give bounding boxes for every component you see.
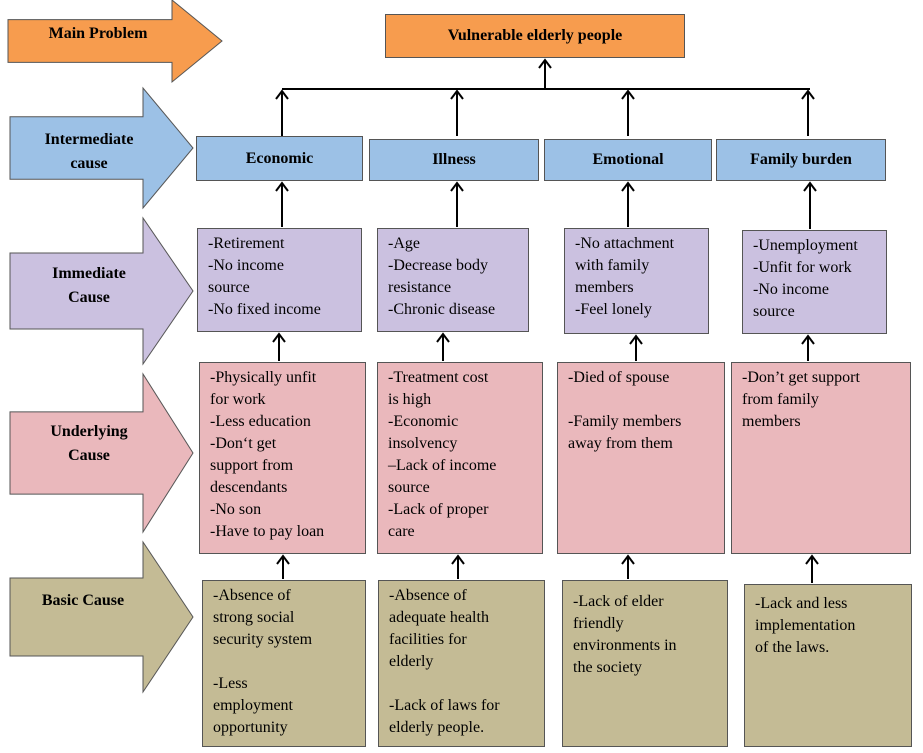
underlying-box-economic: -Physically unfit for work -Less educati… <box>199 362 366 554</box>
underlying-box-family-burden: -Don’t get support from family members <box>731 362 911 554</box>
connector-basic-1-head <box>451 554 465 565</box>
connector-basic-0-head <box>276 554 290 565</box>
intermediate-box-emotional: Emotional <box>544 139 712 181</box>
immediate-box-family-burden: -Unemployment -Unfit for work -No income… <box>742 230 887 334</box>
underlying-box-emotional: -Died of spouse -Family members away fro… <box>557 362 725 554</box>
basic-item: -Less employment opportunity <box>213 675 293 736</box>
immediate-item: -Unemployment <box>753 237 858 254</box>
underlying-item: -Have to pay loan <box>210 523 325 540</box>
immediate-arrow <box>9 216 194 366</box>
basic-item: -Lack of elder friendly environments in … <box>573 593 677 676</box>
connector-underlying-2-head <box>629 334 643 345</box>
immediate-item: -No income source <box>753 281 829 320</box>
row-label-basic: Basic Cause <box>41 592 125 609</box>
basic-item: -Lack of laws for elderly people. <box>389 697 500 736</box>
connector-basic-3-head <box>805 554 819 565</box>
connector-immediate-3-head <box>803 181 817 192</box>
row-label-underlying: Underlying Cause <box>50 423 128 464</box>
immediate-item: -No income source <box>208 257 284 296</box>
immediate-item: -Feel lonely <box>575 301 652 318</box>
immediate-box-economic: -Retirement -No income source -No fixed … <box>197 228 362 332</box>
immediate-item: -Retirement <box>208 235 285 252</box>
intermediate-box-economic: Economic <box>196 136 363 181</box>
connector-basic-2-head <box>621 554 635 565</box>
underlying-item: -Died of spouse <box>568 369 670 386</box>
row-label-main: Main Problem <box>48 25 148 42</box>
basic-box-illness: -Absence of adequate health facilities f… <box>378 580 545 747</box>
main-problem-arrow <box>7 0 223 84</box>
connector-intermediate-3-head <box>801 89 815 100</box>
basic-box-emotional: -Lack of elder friendly environments in … <box>562 580 728 747</box>
underlying-item: -Don’t get support from family members <box>742 369 860 430</box>
connector-immediate-2-head <box>621 181 635 192</box>
connector-intermediate-2-head <box>621 89 635 100</box>
underlying-item: -Less education <box>210 413 311 430</box>
main-problem-box: Vulnerable elderly people <box>385 14 685 58</box>
connector-intermediate-0-head <box>275 89 289 100</box>
basic-item: -Absence of strong social security syste… <box>213 587 313 648</box>
connector-underlying-1-head <box>436 332 450 343</box>
intermediate-arrow <box>9 86 194 210</box>
underlying-item: -Lack of proper care <box>388 501 489 540</box>
immediate-box-emotional: -No attachment with family members -Feel… <box>564 228 709 334</box>
item-spacer <box>568 389 718 411</box>
immediate-item: -Unfit for work <box>753 259 852 276</box>
underlying-item: -Don‘t get support from descendants <box>210 435 294 496</box>
immediate-item: -Decrease body resistance <box>388 257 488 296</box>
immediate-item: -No fixed income <box>208 301 321 318</box>
underlying-item: -Treatment cost is high <box>388 369 489 408</box>
underlying-item: -Physically unfit for work <box>210 369 317 408</box>
underlying-arrow <box>9 372 194 534</box>
underlying-item: -Family members away from them <box>568 413 682 452</box>
connector-underlying-3-head <box>801 334 815 345</box>
underlying-item: -Economic insolvency <box>388 413 459 452</box>
immediate-item: -Age <box>388 235 420 252</box>
item-spacer <box>213 651 359 673</box>
underlying-item: -No son <box>210 501 262 518</box>
row-label-immediate: Immediate Cause <box>52 265 126 306</box>
basic-arrow <box>9 540 194 694</box>
row-label-intermediate: Intermediate cause <box>44 131 134 172</box>
immediate-item: -Chronic disease <box>388 301 496 318</box>
connector-underlying-0-head <box>272 332 286 343</box>
basic-box-family-burden: -Lack and less implementation of the law… <box>744 584 912 747</box>
basic-item: -Absence of adequate health facilities f… <box>389 587 489 670</box>
connector-main-head <box>538 58 552 69</box>
immediate-item: -No attachment with family members <box>575 235 675 296</box>
intermediate-box-family-burden: Family burden <box>716 139 886 181</box>
intermediate-box-illness: Illness <box>369 139 539 181</box>
basic-box-economic: -Absence of strong social security syste… <box>202 580 366 747</box>
connector-immediate-0-head <box>275 181 289 192</box>
item-spacer <box>389 673 538 695</box>
underlying-item: –Lack of income source <box>388 457 497 496</box>
immediate-box-illness: -Age -Decrease body resistance -Chronic … <box>377 228 529 332</box>
basic-item: -Lack and less implementation of the law… <box>755 595 856 656</box>
underlying-box-illness: -Treatment cost is high -Economic insolv… <box>377 362 543 554</box>
connector-immediate-1-head <box>450 181 464 192</box>
connector-intermediate-1-head <box>450 89 464 100</box>
